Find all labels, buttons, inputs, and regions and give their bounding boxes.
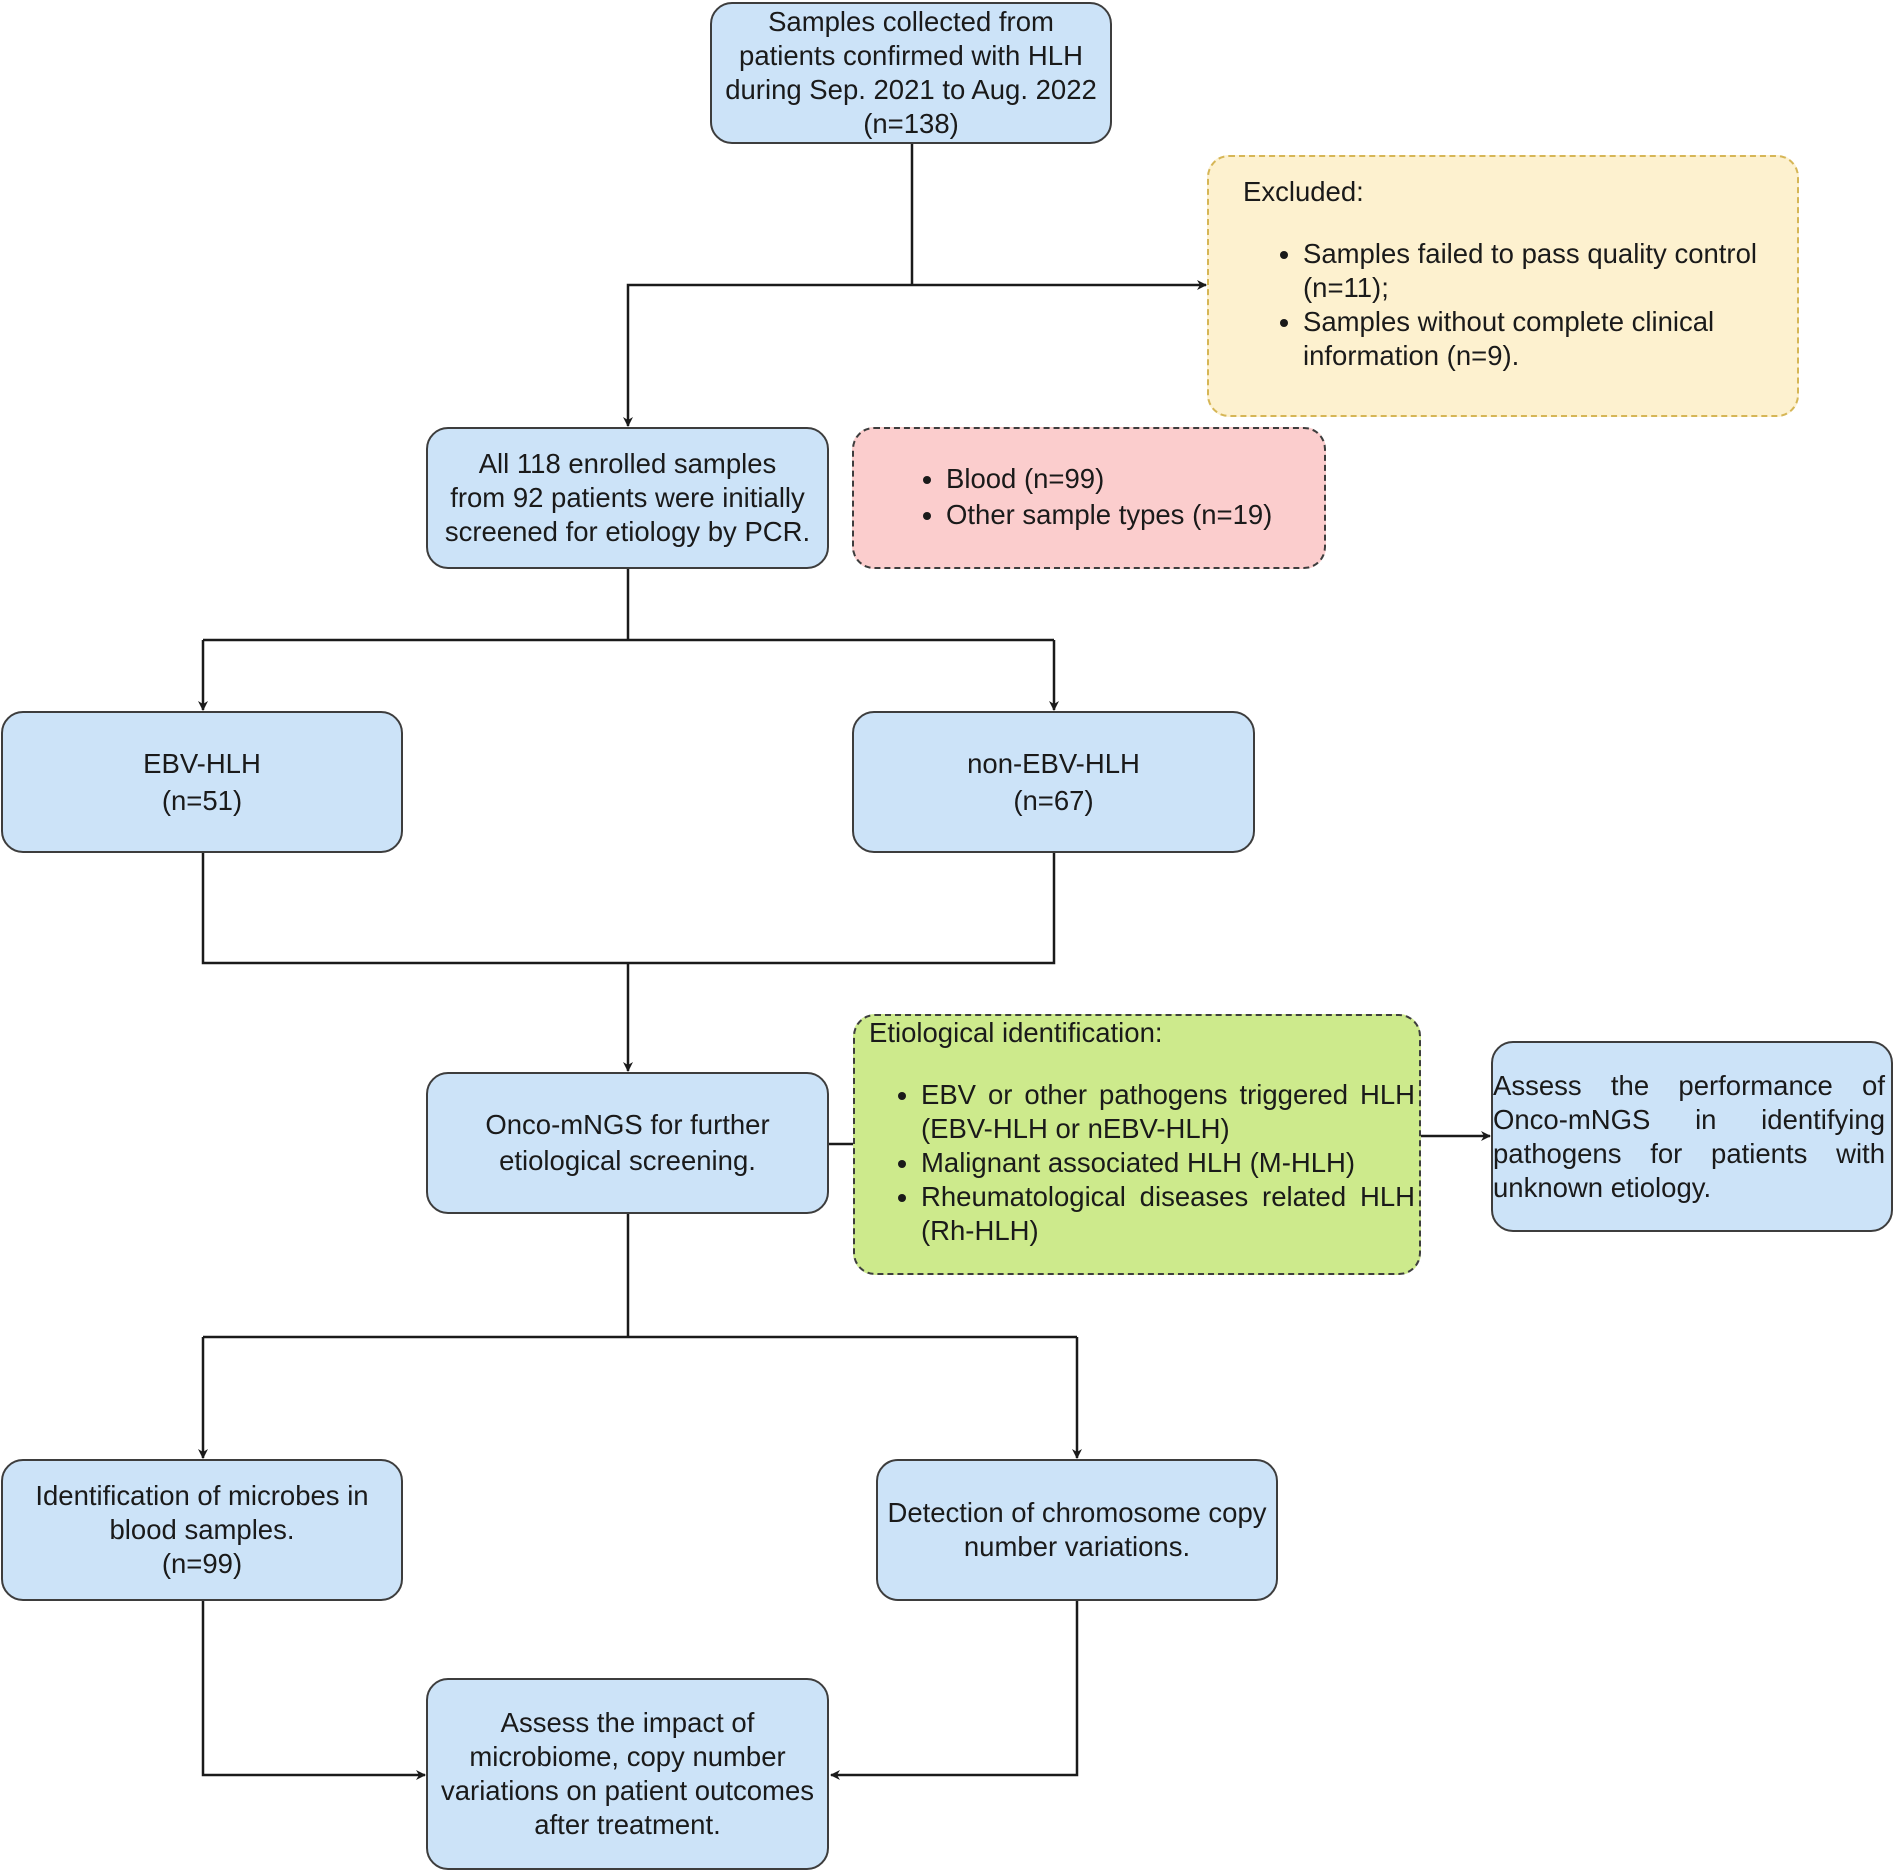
node-cnv-detection: Detection of chromosome copy number vari…: [876, 1459, 1278, 1601]
excluded-list: Samples failed to pass quality control (…: [1243, 237, 1775, 373]
node-line: during Sep. 2021 to Aug. 2022: [725, 74, 1097, 105]
node-line: (n=138): [863, 108, 959, 139]
node-assess-performance: Assess the performance of Onco-mNGS in i…: [1491, 1041, 1893, 1232]
node-identification-microbes: Identification of microbes in blood samp…: [1, 1459, 403, 1601]
node-line: non-EBV-HLH: [967, 747, 1140, 779]
node-line: microbiome, copy number: [469, 1741, 786, 1772]
node-line: from 92 patients were initially: [450, 482, 805, 513]
etiological-list: EBV or other pathogens triggered HLH (EB…: [869, 1078, 1415, 1248]
node-line: etiological screening.: [499, 1145, 756, 1176]
node-sample-types: Blood (n=99) Other sample types (n=19): [852, 427, 1326, 569]
node-line: blood samples.: [109, 1514, 295, 1545]
connector-merge: [201, 852, 1056, 965]
list-item: Samples failed to pass quality control (…: [1303, 237, 1775, 305]
connector-enrolled-split: [203, 568, 1054, 642]
node-line: Identification of microbes in: [35, 1480, 369, 1511]
etiological-title: Etiological identification:: [869, 1017, 1163, 1048]
node-non-ebv-hlh: non-EBV-HLH (n=67): [852, 711, 1255, 853]
list-item: Blood (n=99): [946, 462, 1314, 496]
assess-performance-text: Assess the performance of Onco-mNGS in i…: [1493, 1070, 1885, 1203]
node-excluded: Excluded: Samples failed to pass quality…: [1207, 155, 1799, 417]
node-line: (n=51): [161, 784, 243, 816]
sample-types-list: Blood (n=99) Other sample types (n=19): [906, 462, 1314, 532]
arrow-to-enrolled: [623, 283, 912, 427]
node-line: (n=99): [161, 1548, 243, 1579]
node-assess-impact: Assess the impact of microbiome, copy nu…: [426, 1678, 829, 1870]
arrow-microbes-to-impact: [201, 1601, 426, 1780]
node-line: variations on patient outcomes: [441, 1775, 814, 1806]
node-line: number variations.: [963, 1531, 1191, 1562]
node-line: screened for etiology by PCR.: [444, 516, 811, 547]
list-item: Samples without complete clinical inform…: [1303, 305, 1775, 373]
node-line: patients confirmed with HLH: [739, 40, 1083, 71]
node-line: Detection of chromosome copy: [887, 1497, 1267, 1528]
node-line: All 118 enrolled samples: [478, 448, 777, 479]
node-line: (n=67): [1013, 784, 1094, 816]
node-samples-collected: Samples collected from patients confirme…: [710, 2, 1112, 144]
node-ebv-hlh: EBV-HLH (n=51): [1, 711, 403, 853]
arrow-cnv-to-impact: [830, 1601, 1079, 1780]
node-enrolled: All 118 enrolled samples from 92 patient…: [426, 427, 829, 569]
list-item: Malignant associated HLH (M-HLH): [921, 1146, 1415, 1180]
node-line: Onco-mNGS for further: [485, 1109, 770, 1140]
connector-onco-split: [203, 1213, 1077, 1339]
node-onco-mngs: Onco-mNGS for further etiological screen…: [426, 1072, 829, 1214]
list-item: Rheumatological diseases related HLH (Rh…: [921, 1180, 1415, 1248]
node-line: Samples collected from: [768, 6, 1054, 37]
node-line: Assess the impact of: [500, 1707, 755, 1738]
list-item: EBV or other pathogens triggered HLH (EB…: [921, 1078, 1415, 1146]
list-item: Other sample types (n=19): [946, 498, 1314, 532]
node-line: EBV-HLH: [143, 747, 261, 779]
excluded-title: Excluded:: [1243, 176, 1364, 207]
node-etiological-identification: Etiological identification: EBV or other…: [853, 1014, 1421, 1275]
node-line: after treatment.: [534, 1809, 721, 1840]
